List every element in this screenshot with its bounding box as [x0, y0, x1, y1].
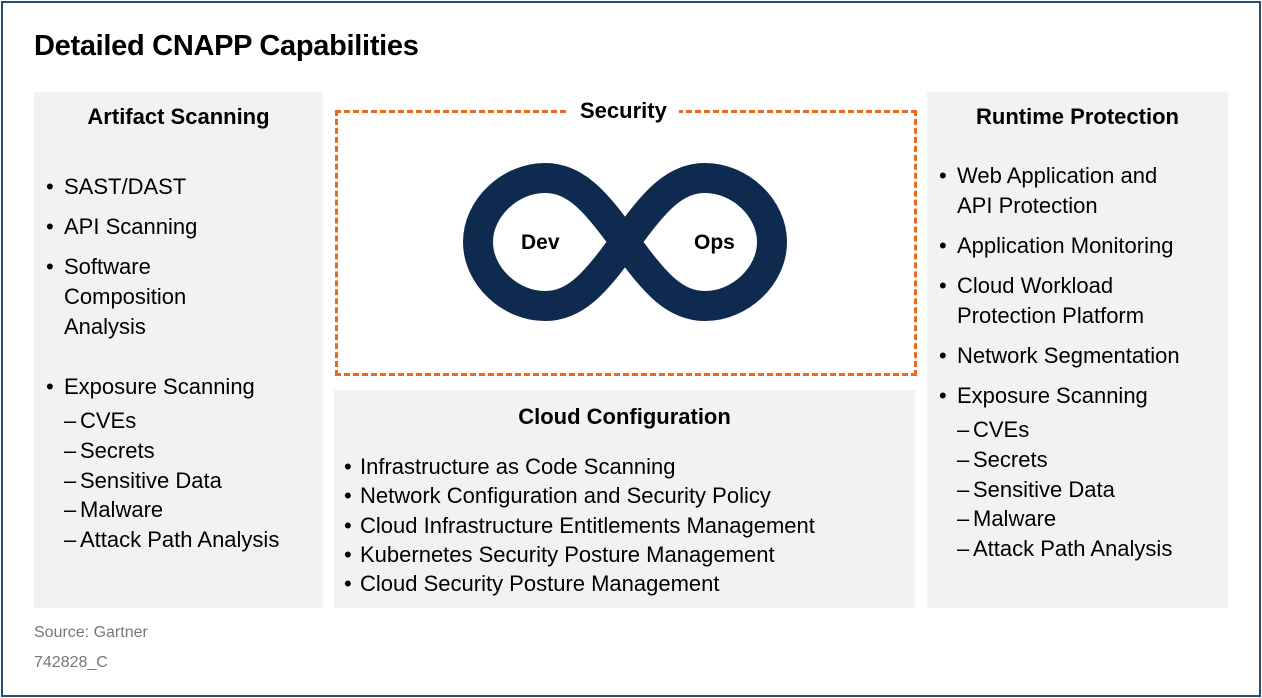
exposure-scanning-label: Exposure Scanning: [957, 383, 1148, 408]
list-item: Network Configuration and Security Polic…: [344, 481, 815, 511]
list-item: Infrastructure as Code Scanning: [344, 452, 815, 482]
ops-label: Ops: [694, 231, 735, 254]
runtime-protection-panel: Runtime Protection Web Application and A…: [927, 92, 1228, 608]
exposure-sub-list: CVEs Secrets Sensitive Data Malware Atta…: [64, 406, 323, 555]
document-id: 742828_C: [34, 654, 108, 671]
list-item: Exposure Scanning CVEs Secrets Sensitive…: [927, 381, 1228, 564]
list-item: Cloud Infrastructure Entitlements Manage…: [344, 511, 815, 541]
sub-item: Sensitive Data: [957, 475, 1228, 505]
sub-item: CVEs: [957, 415, 1228, 445]
artifact-scanning-title: Artifact Scanning: [87, 104, 270, 129]
list-item: Kubernetes Security Posture Management: [344, 540, 815, 570]
exposure-sub-list: CVEs Secrets Sensitive Data Malware Atta…: [957, 415, 1228, 564]
list-item: SAST/DAST: [34, 172, 323, 202]
sub-item: Malware: [957, 504, 1228, 534]
dev-label: Dev: [521, 231, 560, 254]
sub-item: Sensitive Data: [64, 466, 323, 496]
list-item: Cloud Workload Protection Platform: [927, 271, 1197, 331]
security-label: Security: [568, 98, 679, 124]
cloud-configuration-panel: Cloud Configuration Infrastructure as Co…: [334, 390, 915, 608]
sub-item: Secrets: [957, 445, 1228, 475]
list-item: Network Segmentation: [927, 341, 1228, 371]
sub-item: Attack Path Analysis: [957, 534, 1228, 564]
cloud-configuration-title: Cloud Configuration: [518, 404, 731, 429]
artifact-scanning-list: SAST/DAST API Scanning Software Composit…: [34, 172, 323, 565]
exposure-scanning-label: Exposure Scanning: [64, 374, 255, 399]
artifact-scanning-panel: Artifact Scanning SAST/DAST API Scanning…: [34, 92, 323, 608]
sub-item: Malware: [64, 495, 323, 525]
cloud-configuration-list: Infrastructure as Code Scanning Network …: [344, 452, 815, 599]
sub-item: CVEs: [64, 406, 323, 436]
list-item: Software Composition Analysis: [34, 252, 234, 342]
devops-infinity-icon: [463, 163, 787, 321]
list-item: Exposure Scanning CVEs Secrets Sensitive…: [34, 372, 323, 555]
page-title: Detailed CNAPP Capabilities: [34, 30, 419, 62]
runtime-protection-list: Web Application and API Protection Appli…: [927, 161, 1228, 574]
list-item: Cloud Security Posture Management: [344, 569, 815, 599]
list-item: API Scanning: [34, 212, 323, 242]
list-item: Web Application and API Protection: [927, 161, 1197, 221]
runtime-protection-title: Runtime Protection: [976, 104, 1179, 129]
list-item: Application Monitoring: [927, 231, 1228, 261]
source-note: Source: Gartner: [34, 624, 148, 641]
sub-item: Attack Path Analysis: [64, 525, 323, 555]
sub-item: Secrets: [64, 436, 323, 466]
